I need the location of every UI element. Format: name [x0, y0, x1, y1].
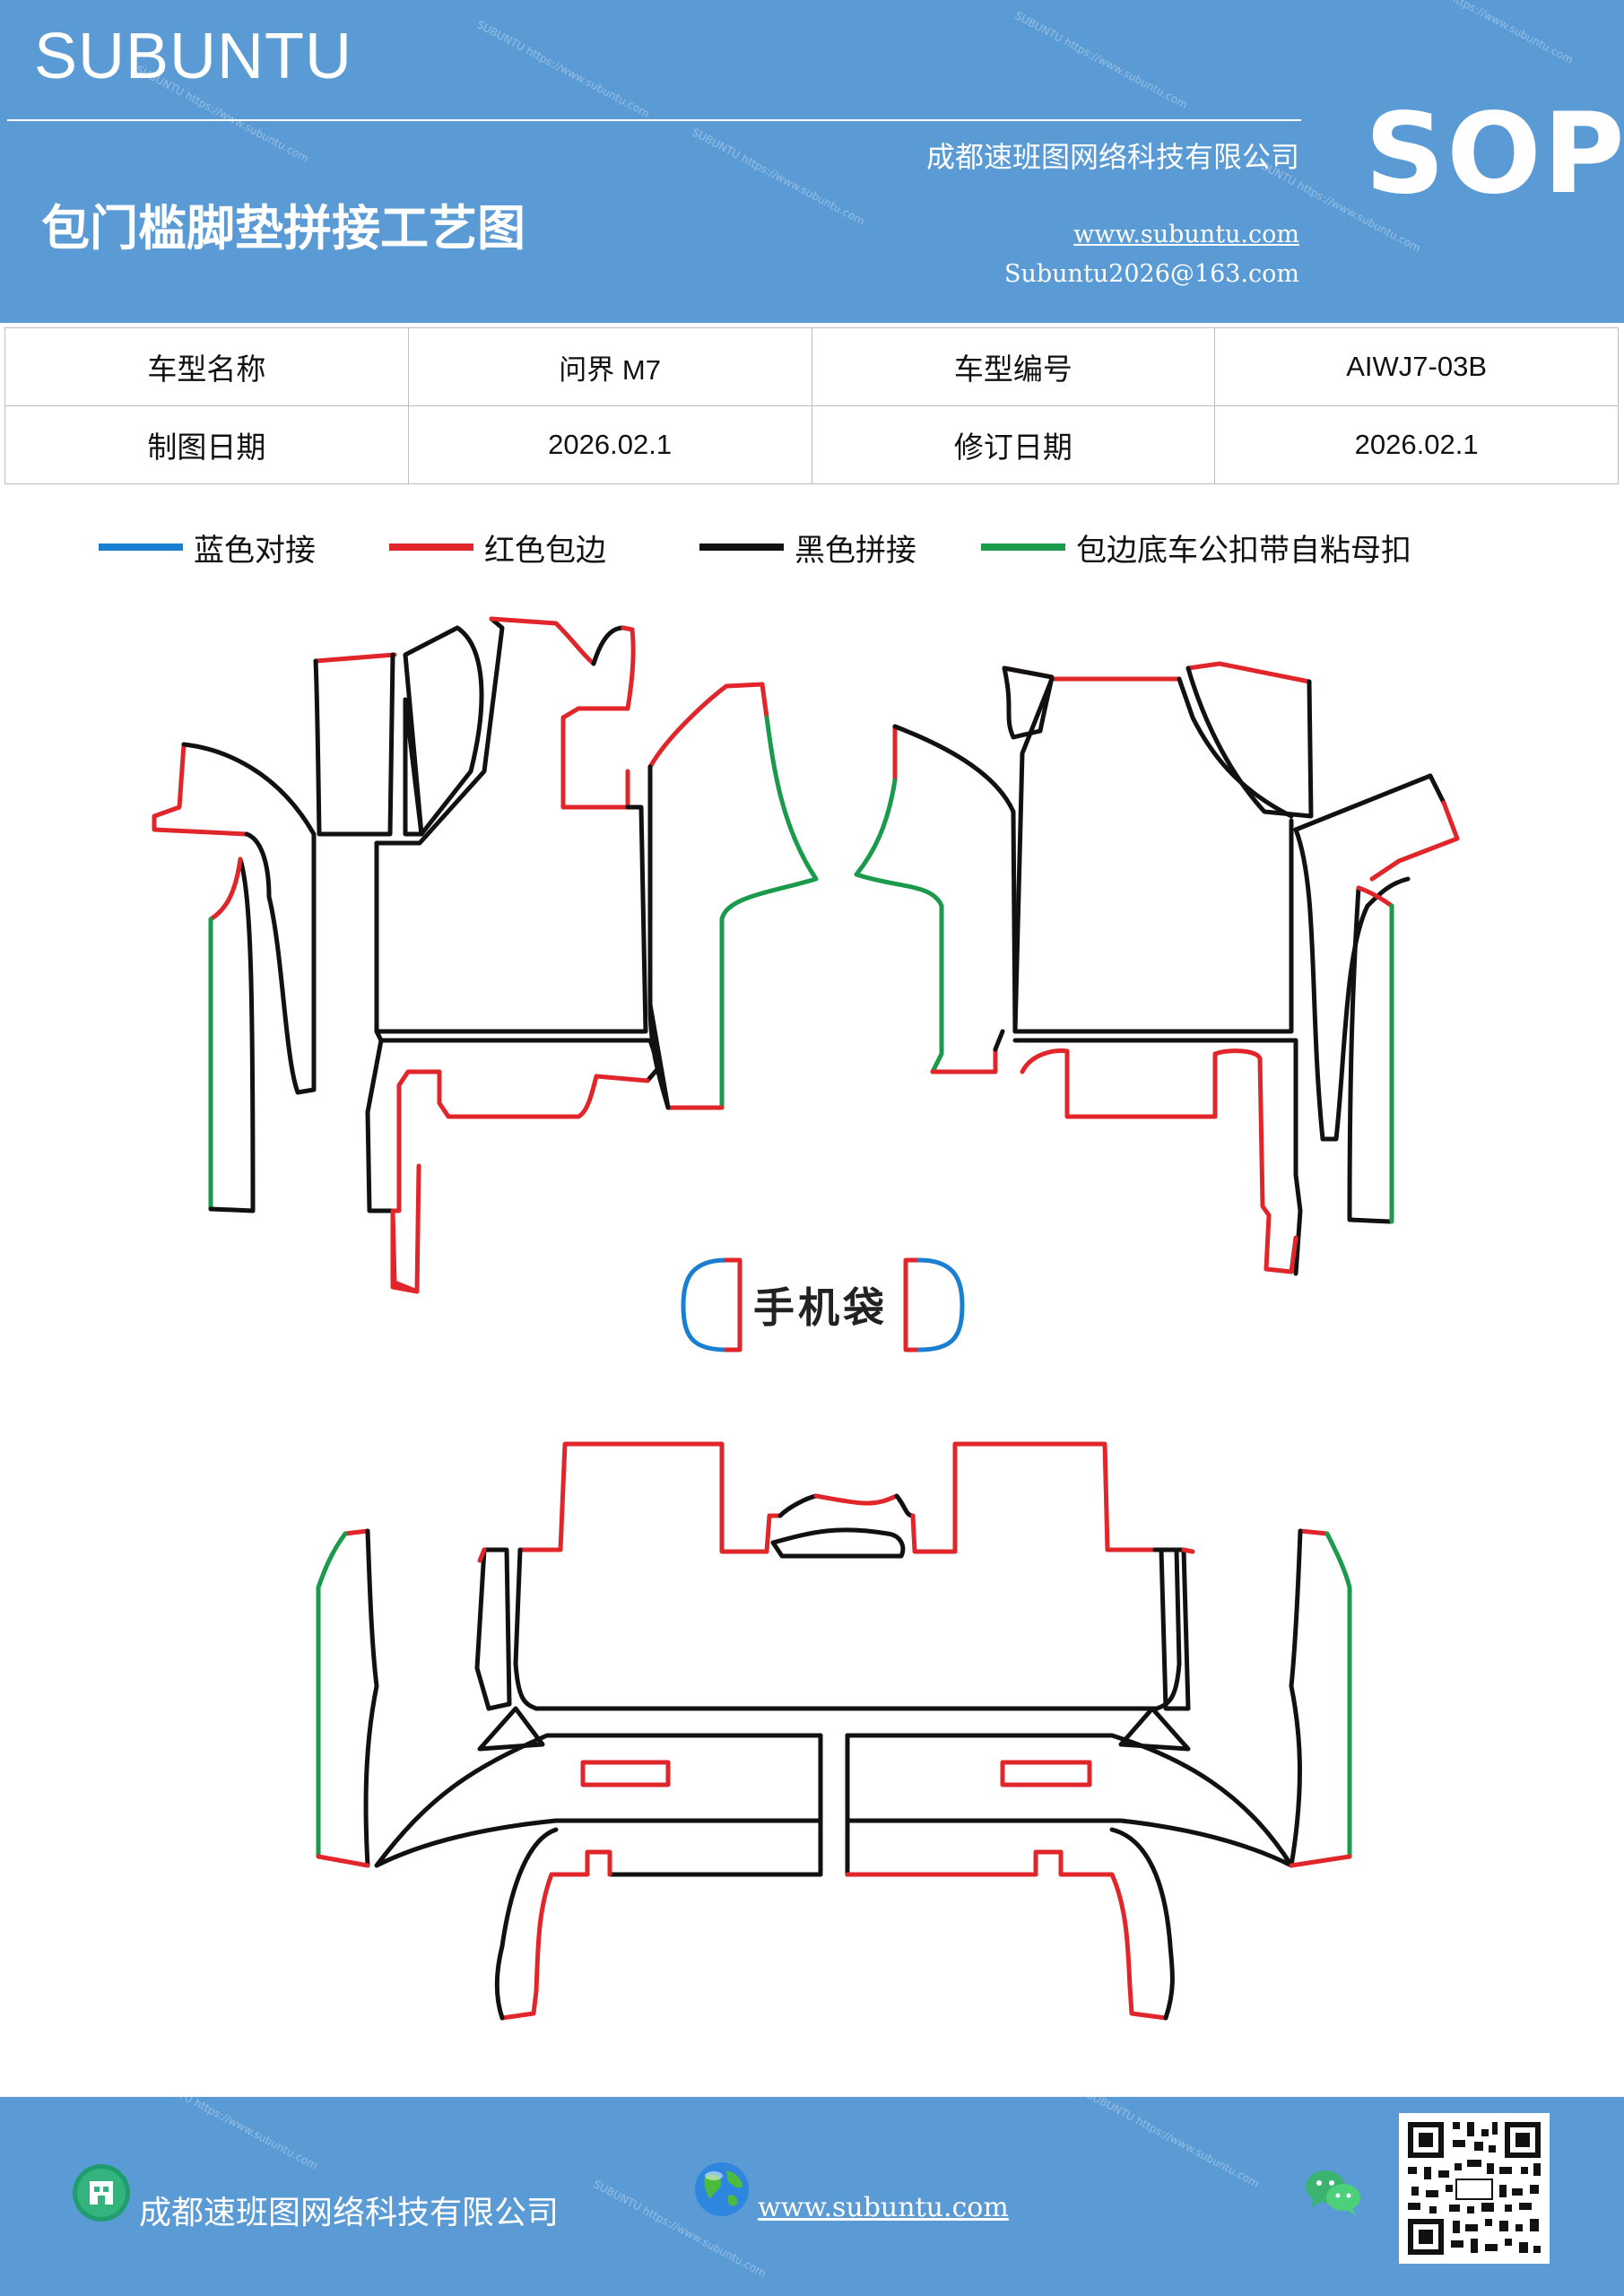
rear-mat — [316, 1441, 1352, 2021]
legend-label: 蓝色对接 — [194, 532, 316, 569]
page-title: 包门槛脚垫拼接工艺图 — [41, 199, 525, 257]
legend-item-red: 红色包边 — [389, 525, 606, 570]
brand-logo-text: SUBUNTU — [34, 21, 353, 92]
header-divider — [7, 119, 1301, 121]
sop-badge: SOP — [1365, 90, 1624, 219]
legend-swatch — [389, 544, 473, 551]
legend-label: 包边底车公扣带自粘母扣 — [1076, 532, 1411, 569]
table-row: 制图日期 2026.02.1 修订日期 2026.02.1 — [4, 405, 1619, 484]
footer-company-name: 成都速班图网络科技有限公司 — [139, 2195, 560, 2231]
model-name-value: 问界 M7 — [407, 327, 812, 406]
table-row: 车型名称 问界 M7 车型编号 AIWJ7-03B — [4, 327, 1619, 406]
legend-swatch — [981, 544, 1065, 551]
phone-pocket-right — [903, 1257, 965, 1352]
legend-item-black: 黑色拼接 — [699, 525, 916, 570]
watermark: SUBUNTU https://www.subuntu.com — [690, 126, 867, 228]
footer-banner: SUBUNTU https://www.subuntu.com SUBUNTU … — [0, 2097, 1624, 2296]
draw-date-label: 制图日期 — [4, 405, 409, 484]
building-icon — [73, 2164, 130, 2222]
watermark: SUBUNTU https://www.subuntu.com — [1398, 0, 1576, 66]
front-left-mat — [152, 616, 819, 1294]
legend-item-green: 包边底车公扣带自粘母扣 — [981, 525, 1411, 570]
globe-icon — [695, 2162, 749, 2216]
front-right-mat — [854, 661, 1460, 1276]
qr-code[interactable] — [1399, 2113, 1550, 2264]
header-email[interactable]: Subuntu2026@163.com — [1004, 260, 1299, 288]
legend-swatch — [99, 544, 183, 551]
model-name-label: 车型名称 — [4, 327, 409, 406]
legend-item-blue: 蓝色对接 — [99, 525, 316, 570]
footer-website-link[interactable]: www.subuntu.com — [758, 2192, 1009, 2223]
wechat-icon[interactable] — [1302, 2165, 1365, 2219]
header-website-link[interactable]: www.subuntu.com — [1073, 221, 1299, 248]
legend-label: 黑色拼接 — [795, 532, 916, 569]
revise-date-value: 2026.02.1 — [1214, 405, 1619, 484]
draw-date-value: 2026.02.1 — [407, 405, 812, 484]
mat-splicing-diagram — [152, 616, 1460, 2021]
watermark: SUBUNTU https://www.subuntu.com — [143, 2097, 320, 2172]
model-code-label: 车型编号 — [811, 327, 1216, 406]
model-code-value: AIWJ7-03B — [1214, 327, 1619, 406]
header-company-name: 成都速班图网络科技有限公司 — [925, 140, 1299, 174]
legend-label: 红色包边 — [484, 532, 606, 569]
phone-pocket-label: 手机袋 — [753, 1283, 888, 1332]
vehicle-info-table: 车型名称 问界 M7 车型编号 AIWJ7-03B 制图日期 2026.02.1… — [4, 327, 1619, 484]
watermark: SUBUNTU https://www.subuntu.com — [474, 18, 652, 120]
header-banner: SUBUNTU 包门槛脚垫拼接工艺图 成都速班图网络科技有限公司 www.sub… — [0, 0, 1624, 323]
revise-date-label: 修订日期 — [811, 405, 1216, 484]
watermark: SUBUNTU https://www.subuntu.com — [1084, 2097, 1262, 2190]
legend-swatch — [699, 544, 784, 551]
phone-pocket-left — [681, 1257, 743, 1352]
watermark: SUBUNTU https://www.subuntu.com — [1012, 9, 1190, 111]
